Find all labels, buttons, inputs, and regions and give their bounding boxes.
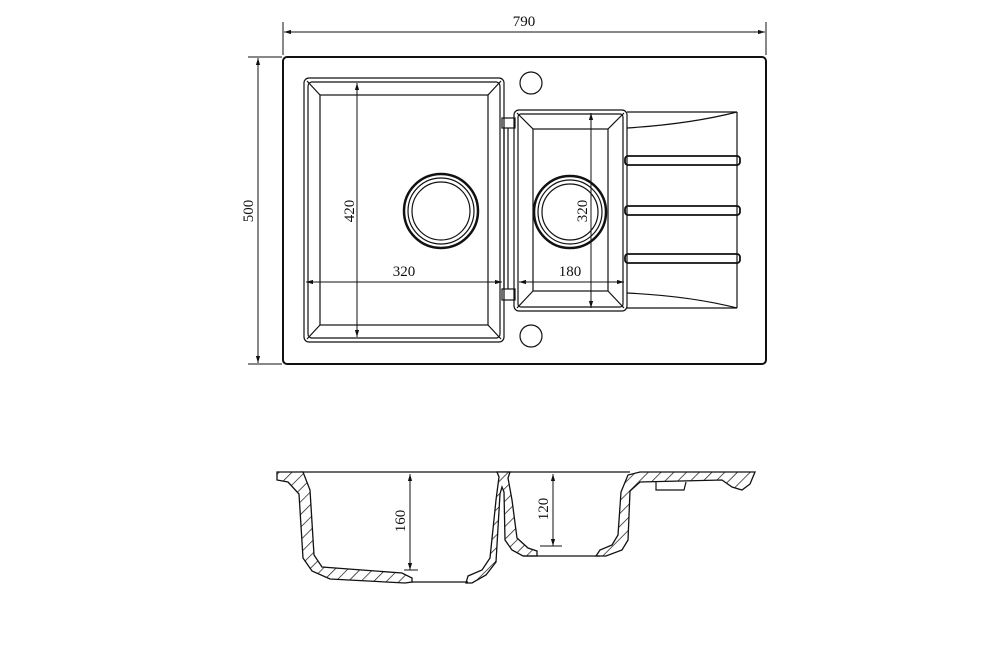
- sink-outline: [282, 56, 767, 365]
- drainer-rib: [624, 205, 741, 216]
- main-bowl-width-label: 320: [393, 264, 416, 280]
- drainer-rib: [624, 253, 741, 264]
- main-bowl-depth-label: 420: [342, 200, 358, 223]
- overall-width-label: 790: [513, 14, 536, 30]
- overall-depth-dimension: 500: [241, 56, 282, 365]
- drainer: [624, 111, 741, 309]
- small-bowl: 320 180: [513, 109, 628, 312]
- main-drain-icon: [402, 172, 480, 250]
- drainer-rib: [624, 155, 741, 166]
- tap-hole-icon: [519, 71, 543, 95]
- main-bowl-height-label: 160: [393, 510, 409, 533]
- section-view: 160 120: [276, 471, 756, 584]
- small-bowl-depth-label: 320: [575, 200, 591, 223]
- overflow-hole-icon: [519, 324, 543, 348]
- small-bowl-width-label: 180: [559, 264, 582, 280]
- main-bowl: 420 320: [303, 77, 505, 343]
- overall-width-dimension: 790: [282, 14, 767, 55]
- small-drain-icon: [532, 174, 608, 250]
- small-bowl-height-label: 120: [536, 498, 552, 521]
- overall-depth-label: 500: [241, 200, 257, 223]
